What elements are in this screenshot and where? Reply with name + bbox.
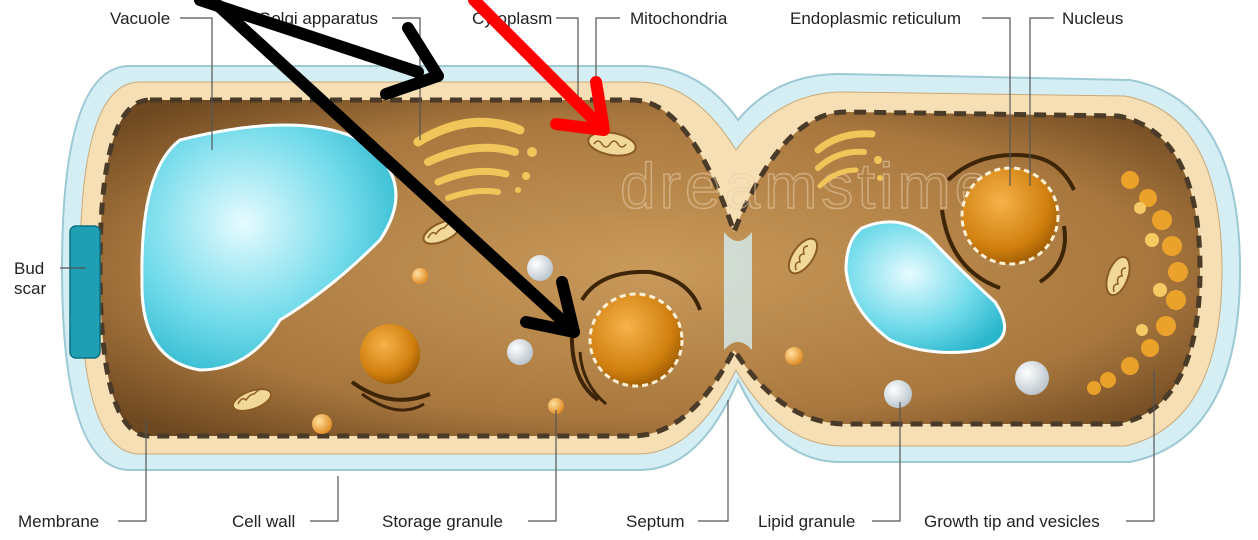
label-storage-granule: Storage granule	[382, 512, 503, 531]
label-bud-scar-line1: Bud	[14, 259, 44, 278]
label-bud-scar-line2: scar	[14, 279, 46, 298]
label-endoplasmic-reticulum: Endoplasmic reticulum	[790, 9, 961, 28]
label-mitochondria: Mitochondria	[630, 9, 728, 28]
label-septum: Septum	[626, 512, 685, 531]
watermark: dreamstime	[620, 150, 994, 222]
label-nucleus: Nucleus	[1062, 9, 1123, 28]
label-lipid-granule: Lipid granule	[758, 512, 855, 531]
label-membrane: Membrane	[18, 512, 99, 531]
bud-scar	[70, 226, 100, 358]
label-growth-tip-and-vesicles: Growth tip and vesicles	[924, 512, 1100, 531]
label-cell-wall: Cell wall	[232, 512, 295, 531]
label-vacuole: Vacuole	[110, 9, 170, 28]
septum	[724, 232, 752, 350]
